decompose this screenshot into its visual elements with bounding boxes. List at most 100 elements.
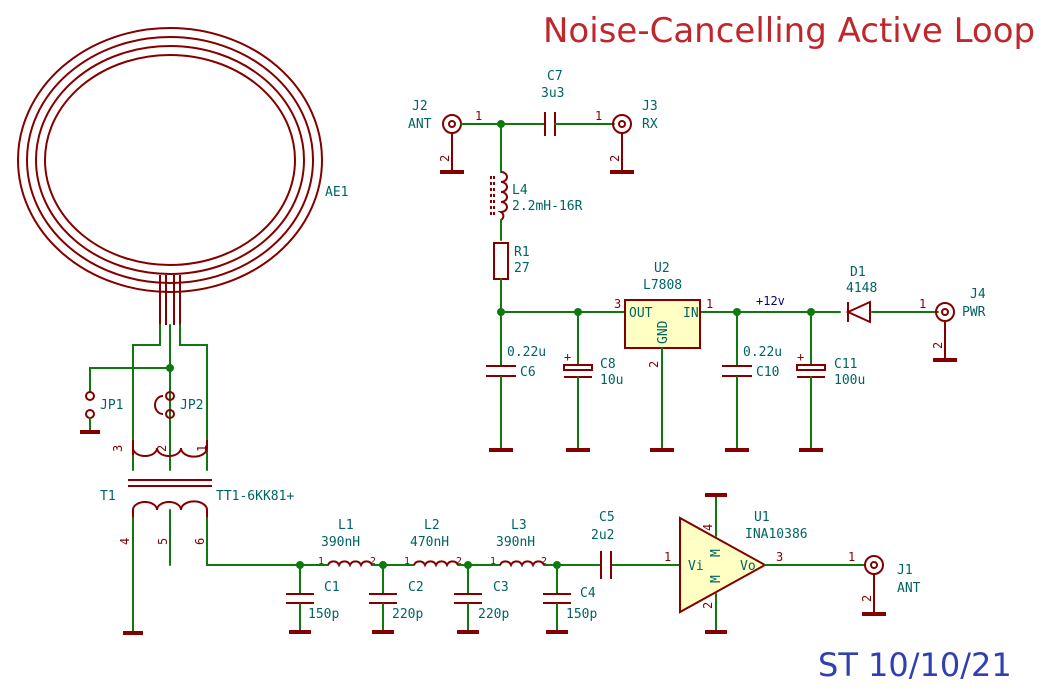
c3-value: 220p: [478, 607, 509, 622]
net-label-12v: +12v: [756, 294, 785, 308]
l2-pin-1: 1: [404, 556, 410, 567]
t1-pin-1: 1: [195, 445, 209, 452]
connector-j1: [862, 555, 886, 616]
capacitor-c6: [486, 311, 516, 452]
page-title: Noise-Cancelling Active Loop: [543, 11, 1035, 51]
c2-value: 220p: [392, 607, 423, 622]
j1-ref: J1: [897, 563, 913, 578]
u2-out-label: OUT: [629, 306, 653, 321]
u1-pin-2: 2: [701, 602, 715, 609]
j4-ref: J4: [970, 287, 986, 302]
amplifier-u1: [679, 493, 866, 634]
j4-value: PWR: [962, 305, 986, 320]
date-stamp: ST 10/10/21: [818, 646, 1012, 684]
svg-text:+: +: [797, 350, 804, 364]
u2-in-label: IN: [683, 306, 699, 321]
c11-ref: C11: [834, 357, 857, 372]
resistor-r1: [493, 242, 509, 313]
j1-pin-1: 1: [848, 550, 855, 564]
connector-j4: [933, 302, 957, 362]
wire-filter-chain: [296, 561, 681, 569]
capacitor-c4: [543, 564, 571, 634]
u1-value: INA10386: [745, 527, 808, 542]
capacitor-c1: [286, 564, 314, 634]
transformer-t1: [123, 440, 301, 635]
capacitor-c7: [544, 112, 615, 136]
j2-pin-1: 1: [475, 109, 482, 123]
j2-pin-2: 2: [438, 155, 452, 162]
c5-ref: C5: [599, 510, 615, 525]
u1-vo-label: Vo: [740, 559, 756, 574]
t1-pin-3: 3: [111, 445, 125, 452]
connector-j3: [610, 114, 634, 174]
capacitor-c10: [722, 311, 752, 452]
r1-ref: R1: [514, 245, 530, 260]
u2-gnd-label: GND: [656, 320, 671, 344]
t1-pin-6: 6: [193, 538, 207, 545]
t1-value: TT1-6KK81+: [216, 489, 294, 504]
c7-ref: C7: [547, 69, 563, 84]
c8-ref: C8: [600, 357, 616, 372]
jumper-jp1: [80, 391, 100, 434]
l4-value: 2.2mH-16R: [512, 199, 583, 214]
j1-value: ANT: [897, 581, 921, 596]
c4-value: 150p: [566, 607, 597, 622]
capacitor-c2: [369, 564, 397, 634]
u2-pin-2: 2: [647, 361, 661, 368]
u1-ref: U1: [754, 510, 770, 525]
j3-ref: J3: [642, 99, 658, 114]
c10-value: 0.22u: [743, 345, 782, 360]
j4-pin-2: 2: [931, 342, 945, 349]
j3-value: RX: [642, 117, 658, 132]
l3-ref: L3: [511, 518, 527, 533]
inductor-l4: [490, 171, 508, 241]
t1-pin-5: 5: [156, 538, 170, 545]
diode-d1: [845, 300, 871, 324]
c6-ref: C6: [520, 365, 536, 380]
j3-pin-2: 2: [608, 155, 622, 162]
l2-value: 470nH: [410, 535, 449, 550]
capacitor-c8: +: [563, 311, 593, 452]
l1-pin-1: 1: [318, 556, 324, 567]
t1-ref: T1: [100, 489, 116, 504]
u1-m-label-top: M: [709, 549, 724, 557]
c11-value: 100u: [834, 373, 865, 388]
capacitor-c3: [454, 564, 482, 634]
jumper-jp2: [154, 391, 175, 419]
l3-value: 390nH: [496, 535, 535, 550]
regulator-u2: [624, 299, 701, 452]
u2-ref: U2: [654, 261, 670, 276]
c6-value: 0.22u: [507, 345, 546, 360]
l1-value: 390nH: [321, 535, 360, 550]
l1-ref: L1: [338, 518, 354, 533]
svg-text:+: +: [564, 350, 571, 364]
r1-value: 27: [514, 261, 530, 276]
l3-pin-1: 1: [490, 556, 496, 567]
u2-value: L7808: [643, 278, 682, 293]
u2-pin-1: 1: [706, 297, 713, 311]
j1-pin-2: 2: [860, 595, 874, 602]
c10-ref: C10: [756, 365, 779, 380]
jp2-ref: JP2: [180, 398, 203, 413]
u1-vi-label: Vi: [688, 559, 704, 574]
c1-ref: C1: [324, 580, 340, 595]
loop-antenna-ae1: [17, 27, 323, 325]
c2-ref: C2: [408, 580, 424, 595]
wire-j2-c7: [460, 120, 546, 173]
c8-value: 10u: [600, 373, 623, 388]
inductor-l1: [327, 560, 373, 568]
j2-ref: J2: [412, 99, 428, 114]
capacitor-c5: [600, 551, 612, 579]
j2-value: ANT: [408, 117, 432, 132]
capacitor-c11: +: [796, 311, 826, 452]
u1-pin-4: 4: [701, 524, 715, 531]
j4-pin-1: 1: [919, 297, 926, 311]
l3-pin-2: 2: [541, 556, 547, 567]
u2-pin-3: 3: [614, 297, 621, 311]
j3-pin-1: 1: [595, 109, 602, 123]
l4-ref: L4: [512, 183, 528, 198]
t1-pin-4: 4: [118, 538, 132, 545]
t1-pin-2: 2: [155, 445, 169, 452]
ae1-ref: AE1: [325, 185, 348, 200]
